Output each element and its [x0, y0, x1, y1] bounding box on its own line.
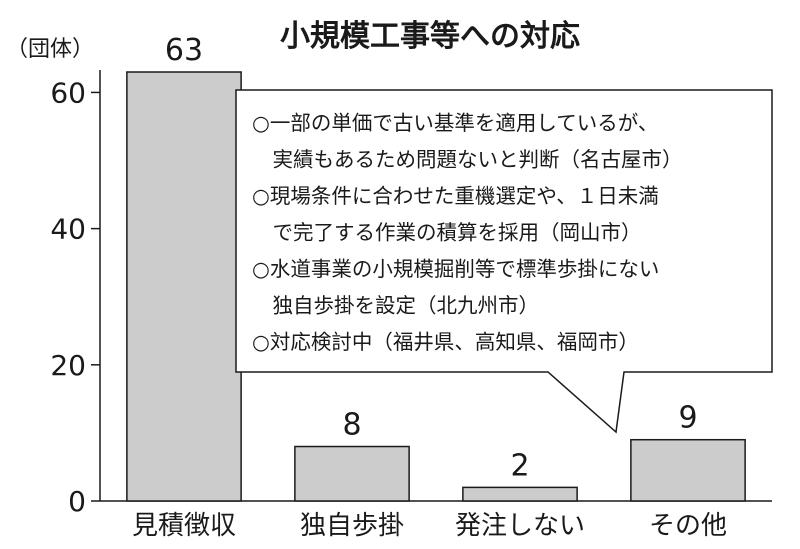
data-label: 8 [342, 408, 361, 443]
annotation-text: ○一部の単価で古い基準を適用しているが、 実績もあるため問題ないと判断（名古屋市… [252, 111, 683, 354]
category-labels: 見積徴収 独自歩掛 発注しない その他 [132, 511, 727, 541]
annotation-line: 実績もあるため問題ないと判断（名古屋市） [252, 148, 683, 172]
y-ticks: 0 20 40 60 [50, 76, 100, 518]
annotation-line: 独自歩掛を設定（北九州市） [252, 294, 539, 318]
annotation-line: ○対応検討中（福井県、高知県、福岡市） [252, 330, 639, 354]
y-axis: 0 20 40 60 [50, 70, 101, 518]
bars [126, 71, 746, 502]
data-labels: 63 8 2 9 [165, 33, 698, 483]
category-label: 発注しない [455, 511, 585, 541]
y-tick-label: 40 [50, 213, 86, 246]
y-tick-label: 20 [50, 349, 86, 382]
annotation-line: ○水道事業の小規模掘削等で標準歩掛にない [252, 257, 659, 281]
data-label: 2 [510, 448, 529, 483]
category-label: その他 [649, 511, 727, 541]
annotation-box [235, 89, 773, 434]
data-label: 9 [678, 401, 697, 436]
bar [462, 486, 578, 502]
y-unit-label: （団体） [6, 37, 94, 62]
chart-title: 小規模工事等への対応 [280, 19, 580, 54]
data-label: 63 [165, 33, 203, 68]
y-tick-label: 60 [50, 76, 86, 109]
bar [294, 445, 410, 502]
annotation-callout: ○一部の単価で古い基準を適用しているが、 実績もあるため問題ないと判断（名古屋市… [235, 89, 773, 434]
category-label: 見積徴収 [132, 511, 236, 541]
annotation-line: で完了する作業の積算を採用（岡山市） [252, 221, 642, 245]
y-tick-label: 0 [68, 485, 86, 518]
annotation-line: ○一部の単価で古い基準を適用しているが、 [252, 111, 658, 135]
annotation-line: ○現場条件に合わせた重機選定や、１日未満 [252, 184, 659, 208]
bar [630, 438, 746, 502]
category-label: 独自歩掛 [300, 511, 404, 541]
bar [126, 71, 242, 502]
